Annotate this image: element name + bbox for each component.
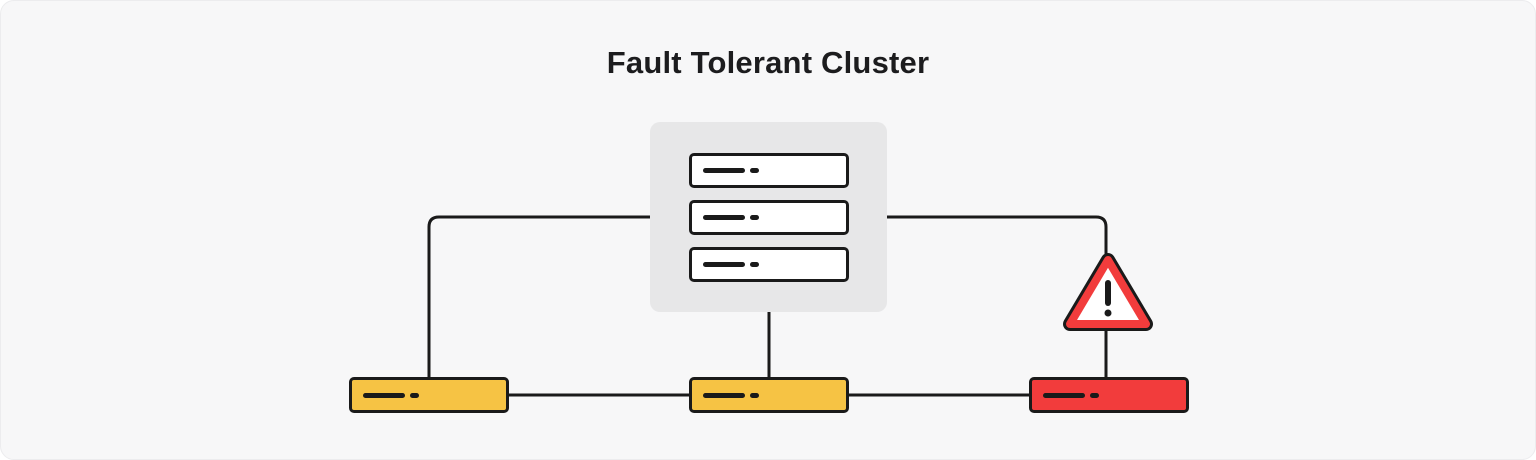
warning-triangle-icon bbox=[1063, 253, 1153, 331]
server-label-line bbox=[703, 168, 745, 173]
server-label-line bbox=[703, 215, 745, 220]
worker-node-failed bbox=[1029, 377, 1189, 413]
worker-node-center bbox=[689, 377, 849, 413]
node-label-line bbox=[363, 392, 405, 398]
node-indicator-dot bbox=[1090, 392, 1099, 398]
server-label-line bbox=[703, 262, 745, 267]
warning-exclamation-dot bbox=[1104, 309, 1112, 317]
server-indicator-dot bbox=[750, 215, 759, 220]
diagram-title: Fault Tolerant Cluster bbox=[606, 45, 930, 80]
node-label-line bbox=[1043, 392, 1085, 398]
worker-node-left bbox=[349, 377, 509, 413]
server-cluster-box bbox=[650, 122, 887, 312]
server-indicator-dot bbox=[750, 168, 759, 173]
server-node-1 bbox=[689, 153, 849, 188]
node-indicator-dot bbox=[410, 392, 419, 398]
connector-left bbox=[427, 215, 693, 381]
node-indicator-dot bbox=[750, 392, 759, 398]
server-node-3 bbox=[689, 247, 849, 282]
server-indicator-dot bbox=[750, 262, 759, 267]
node-label-line bbox=[703, 392, 745, 398]
server-node-2 bbox=[689, 200, 849, 235]
connector-right bbox=[845, 215, 1108, 259]
